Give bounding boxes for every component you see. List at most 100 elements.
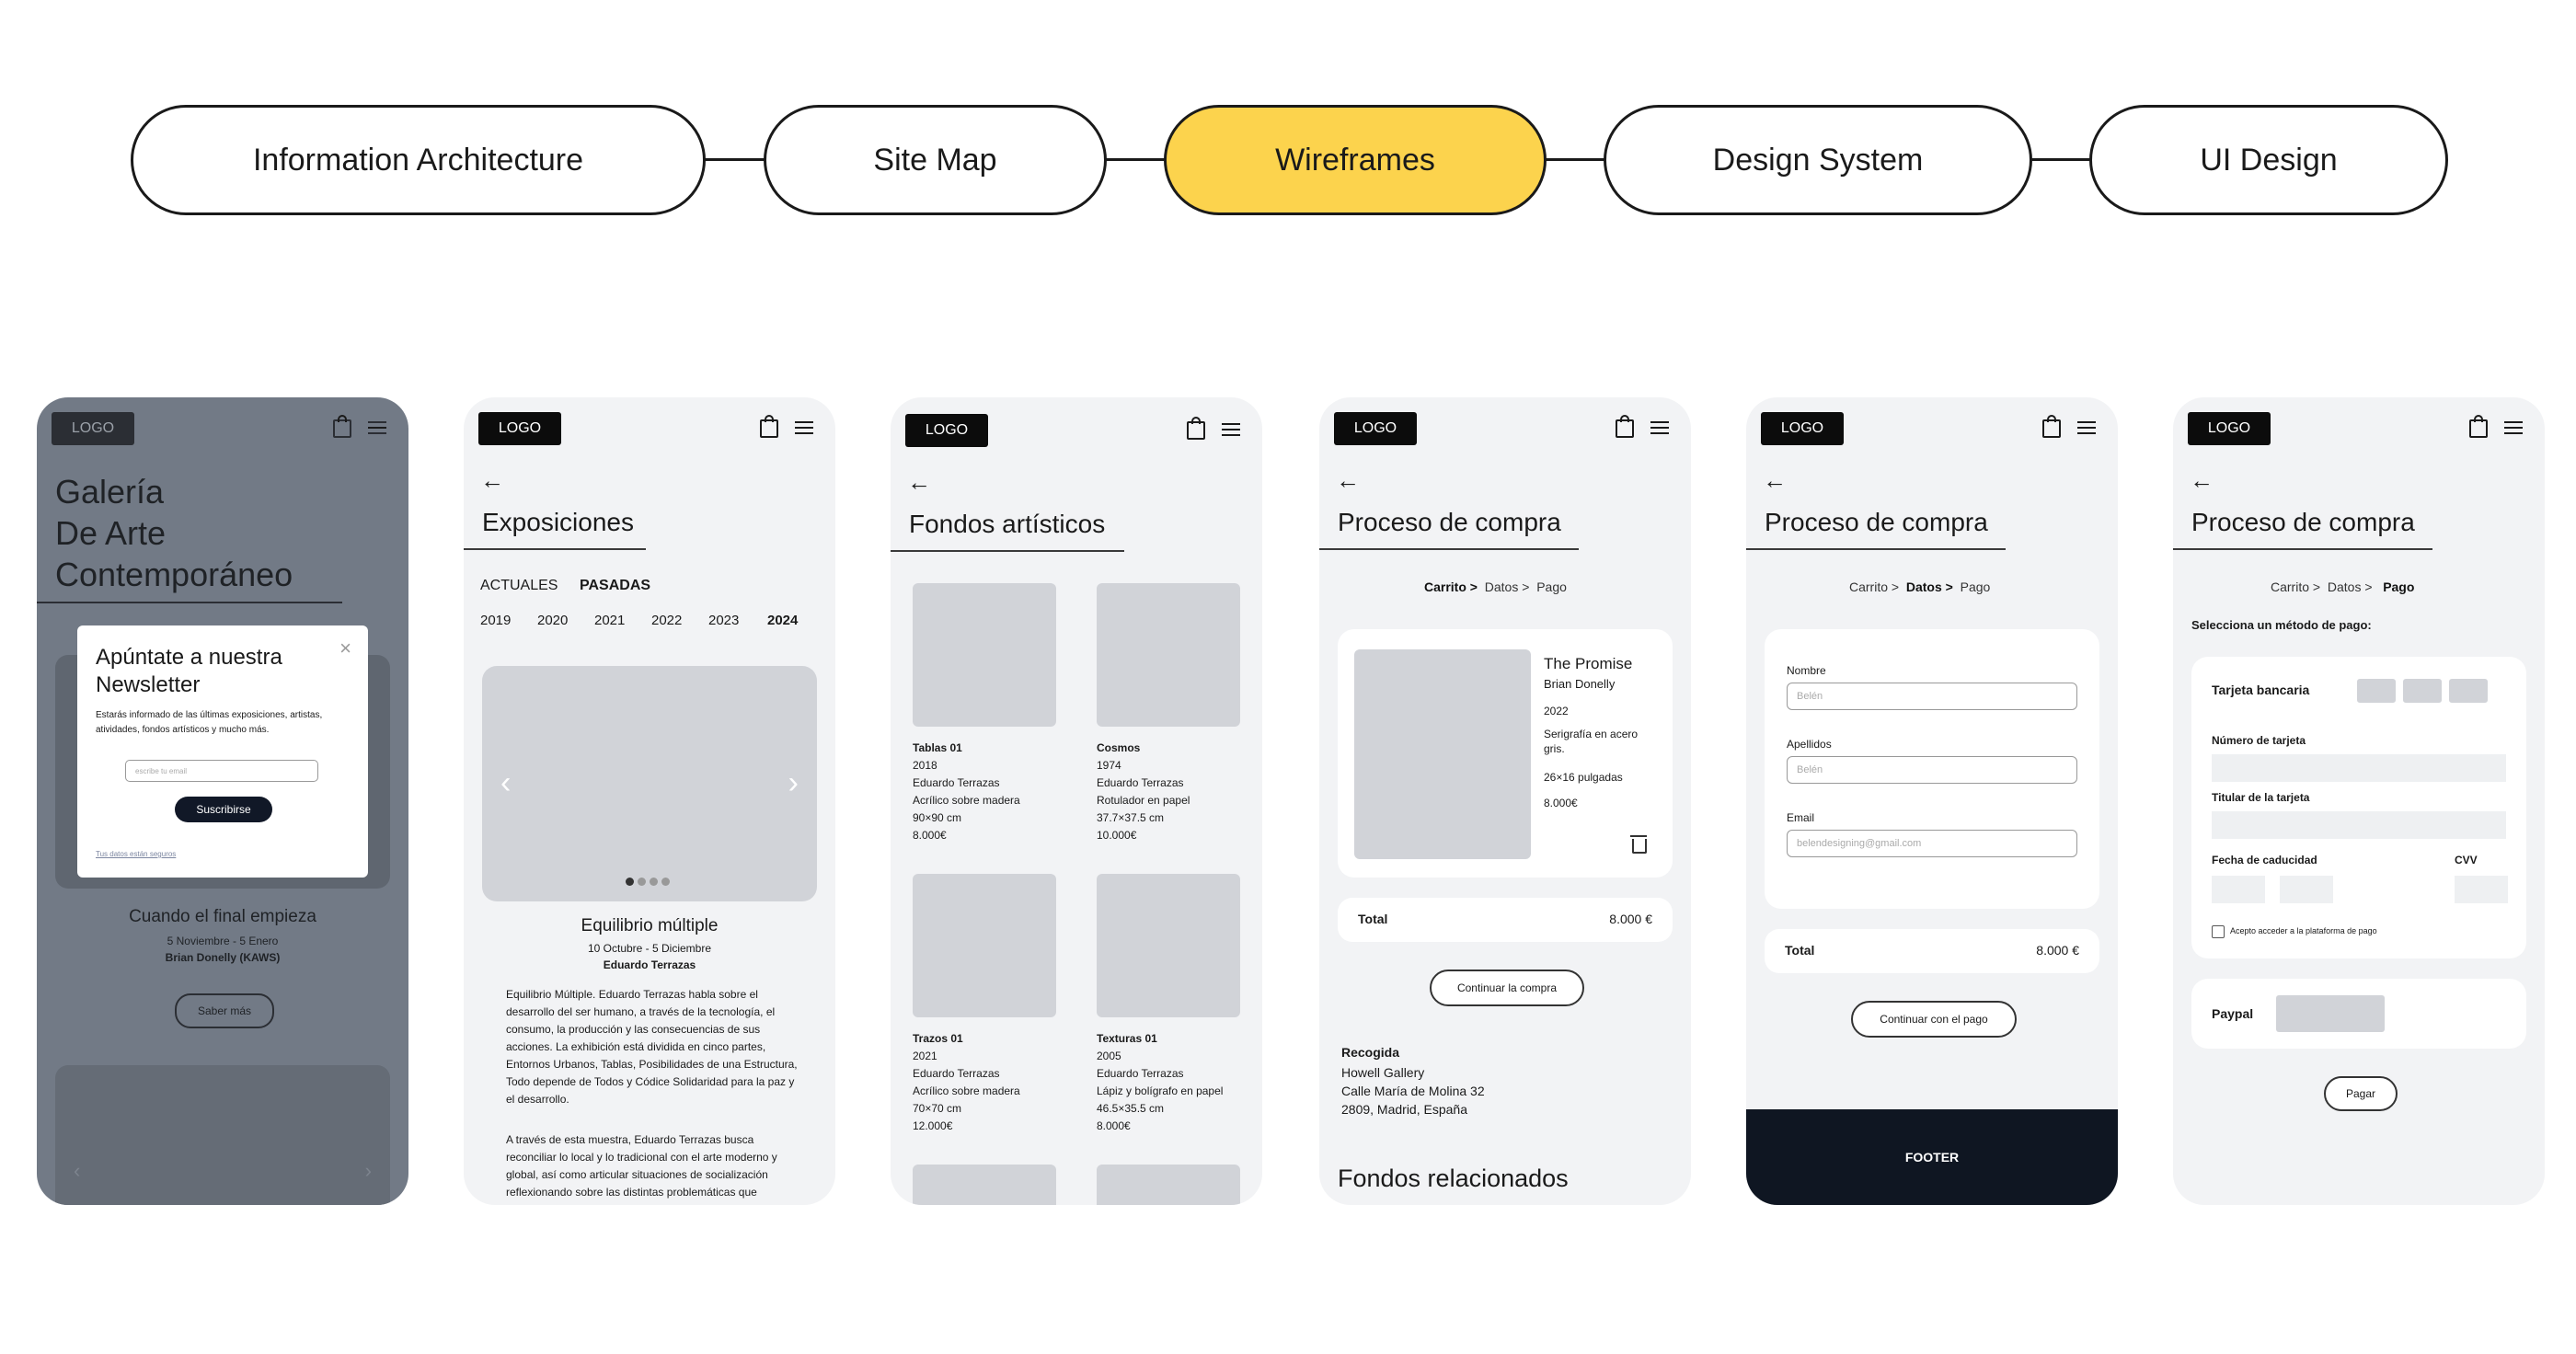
artwork-image[interactable] <box>913 1165 1056 1205</box>
back-arrow-icon[interactable]: ← <box>480 466 504 494</box>
back-arrow-icon[interactable]: ← <box>1336 466 1360 494</box>
breadcrumb: Carrito > Datos > Pago <box>1849 579 1991 594</box>
expiry-month-field[interactable] <box>2212 876 2265 903</box>
chevron-left-icon[interactable]: ‹ <box>500 765 512 800</box>
trash-icon[interactable] <box>1630 835 1647 854</box>
bag-icon[interactable] <box>333 415 351 438</box>
card-payment-card: Tarjeta bancaria Número de tarjeta Titul… <box>2191 657 2526 958</box>
paypal-logo <box>2276 995 2385 1032</box>
bag-icon[interactable] <box>2469 415 2488 438</box>
screen-datos: LOGO ← Proceso de compra Carrito > Datos… <box>1746 397 2118 1205</box>
logo[interactable]: LOGO <box>1761 412 1844 445</box>
step-ui-design[interactable]: UI Design <box>2089 105 2448 215</box>
back-arrow-icon[interactable]: ← <box>907 468 931 496</box>
logo[interactable]: LOGO <box>1334 412 1417 445</box>
item-size: 26×16 pulgadas <box>1544 771 1623 784</box>
artwork-image[interactable] <box>913 583 1056 727</box>
terms-checkbox[interactable] <box>2212 925 2225 938</box>
menu-icon[interactable] <box>1222 423 1240 436</box>
artwork-image[interactable] <box>913 874 1056 1017</box>
cvv-field[interactable] <box>2455 876 2508 903</box>
name-field[interactable]: Belén <box>1787 683 2077 710</box>
expo-paragraph-2: A través de esta muestra, Eduardo Terraz… <box>506 1133 777 1205</box>
card-option-label[interactable]: Tarjeta bancaria <box>2212 683 2310 697</box>
logo[interactable]: LOGO <box>905 414 988 447</box>
popup-title: Apúntate a nuestra Newsletter <box>96 645 282 697</box>
artwork-image[interactable] <box>1097 874 1240 1017</box>
chevron-left-icon[interactable]: ‹ <box>74 1159 81 1182</box>
carousel-dots <box>626 878 681 887</box>
pay-button[interactable]: Pagar <box>2324 1076 2398 1111</box>
breadcrumb: Carrito > Datos > Pago <box>2271 579 2415 594</box>
process-connector <box>1104 158 1167 161</box>
chevron-right-icon[interactable]: › <box>364 1159 372 1182</box>
expo-carousel: ‹ › <box>482 666 817 901</box>
email-field[interactable]: belendesigning@gmail.com <box>1787 830 2077 857</box>
process-connector <box>2030 158 2092 161</box>
continue-purchase-button[interactable]: Continuar la compra <box>1430 970 1584 1006</box>
item-image <box>1354 649 1531 859</box>
logo[interactable]: LOGO <box>52 412 134 445</box>
back-arrow-icon[interactable]: ← <box>1763 466 1787 494</box>
artwork-image[interactable] <box>1097 1165 1240 1205</box>
year-2022[interactable]: 2022 <box>651 613 683 628</box>
bag-icon[interactable] <box>2042 415 2061 438</box>
menu-icon[interactable] <box>795 421 813 434</box>
step-design-system[interactable]: Design System <box>1604 105 2032 215</box>
step-site-map[interactable]: Site Map <box>764 105 1107 215</box>
carousel-card: ‹ › <box>55 1065 390 1205</box>
logo[interactable]: LOGO <box>2188 412 2271 445</box>
pickup-title: Recogida <box>1341 1045 1400 1060</box>
menu-icon[interactable] <box>1650 421 1669 434</box>
holder-label: Titular de la tarjeta <box>2212 791 2310 804</box>
back-arrow-icon[interactable]: ← <box>2190 466 2214 494</box>
step-information-architecture[interactable]: Information Architecture <box>131 105 706 215</box>
chevron-right-icon[interactable]: › <box>788 765 799 800</box>
page-title: Proceso de compra <box>1765 508 1988 536</box>
paypal-label[interactable]: Paypal <box>2212 1006 2254 1021</box>
item-year: 2022 <box>1544 705 1569 717</box>
surname-field[interactable]: Belén <box>1787 756 2077 784</box>
year-2019[interactable]: 2019 <box>480 613 512 628</box>
screen-exposiciones: LOGO ← Exposiciones ACTUALES PASADAS 201… <box>464 397 835 1205</box>
menu-icon[interactable] <box>2504 421 2523 434</box>
menu-icon[interactable] <box>368 421 386 434</box>
bag-icon[interactable] <box>1187 417 1205 440</box>
more-button[interactable]: Saber más <box>175 993 274 1028</box>
name-label: Nombre <box>1787 664 1826 677</box>
step-wireframes[interactable]: Wireframes <box>1164 105 1547 215</box>
related-title: Fondos relacionados <box>1338 1165 1569 1192</box>
item-name: The Promise <box>1544 655 1633 672</box>
expiry-year-field[interactable] <box>2280 876 2333 903</box>
year-2021[interactable]: 2021 <box>594 613 626 628</box>
holder-field[interactable] <box>2212 811 2506 839</box>
bag-icon[interactable] <box>1616 415 1634 438</box>
year-2020[interactable]: 2020 <box>537 613 569 628</box>
newsletter-popup: × Apúntate a nuestra Newsletter Estarás … <box>77 625 368 878</box>
tab-actuales[interactable]: ACTUALES <box>480 578 558 593</box>
menu-icon[interactable] <box>2077 421 2096 434</box>
year-2024[interactable]: 2024 <box>767 613 799 628</box>
continue-payment-button[interactable]: Continuar con el pago <box>1851 1001 2017 1038</box>
subscribe-button[interactable]: Suscribirse <box>175 797 272 822</box>
screen-pago: LOGO ← Proceso de compra Carrito > Datos… <box>2173 397 2545 1205</box>
expo-dates: 10 Octubre - 5 Diciembre <box>587 942 712 955</box>
card-brand-logo <box>2403 679 2442 703</box>
item-tech: Serigrafía en acero gris. <box>1544 728 1639 755</box>
total-label: Total <box>1785 943 1815 958</box>
email-input[interactable]: escribe tu email <box>125 760 318 782</box>
tab-pasadas[interactable]: PASADAS <box>580 578 651 593</box>
card-number-field[interactable] <box>2212 754 2506 782</box>
privacy-link[interactable]: Tus datos están seguros <box>96 850 177 858</box>
artwork-image[interactable] <box>1097 583 1240 727</box>
bag-icon[interactable] <box>760 415 778 438</box>
screen-carrito: LOGO ← Proceso de compra Carrito > Datos… <box>1319 397 1691 1205</box>
total-value: 8.000 € <box>1609 912 1652 926</box>
data-form-card: Nombre Belén Apellidos Belén Email belen… <box>1765 629 2099 909</box>
card-number-label: Número de tarjeta <box>2212 734 2306 747</box>
total-value: 8.000 € <box>2036 943 2079 958</box>
title-underline <box>1319 548 1579 550</box>
logo[interactable]: LOGO <box>478 412 561 445</box>
close-icon[interactable]: × <box>339 637 351 660</box>
year-2023[interactable]: 2023 <box>708 613 740 628</box>
